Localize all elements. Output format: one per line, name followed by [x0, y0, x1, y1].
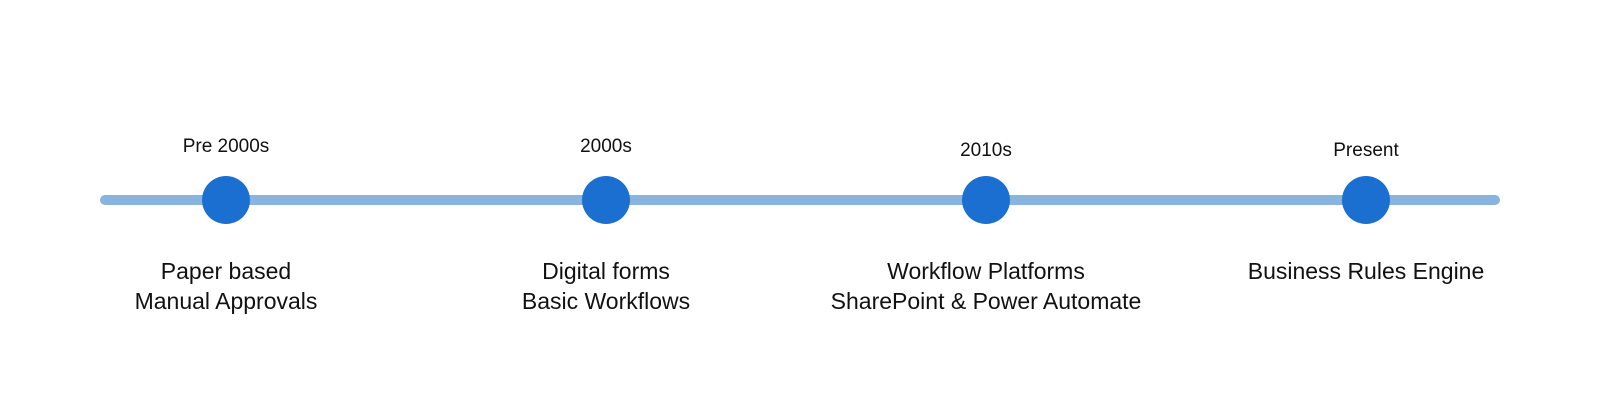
milestone-dot: [1342, 176, 1390, 224]
milestone-dot: [962, 176, 1010, 224]
description-line: Paper based: [160, 258, 292, 284]
timeline-track: [100, 195, 1500, 205]
description-line: Basic Workflows: [521, 288, 691, 314]
description-line: Manual Approvals: [134, 288, 318, 314]
milestone-period: Pre 2000s: [182, 136, 270, 157]
milestone-description: Business Rules Engine: [1166, 256, 1566, 286]
milestone-dot: [202, 176, 250, 224]
milestone-dot: [582, 176, 630, 224]
milestone-period: 2010s: [960, 140, 1012, 161]
description-line: Business Rules Engine: [1247, 258, 1485, 284]
milestone-description: Paper based Manual Approvals: [26, 256, 426, 316]
milestone-period: Present: [1333, 140, 1399, 161]
milestone-description: Workflow Platforms SharePoint & Power Au…: [786, 256, 1186, 316]
milestone-period: 2000s: [580, 136, 632, 157]
milestone-description: Digital forms Basic Workflows: [406, 256, 806, 316]
description-line: Digital forms: [542, 258, 670, 284]
description-line: SharePoint & Power Automate: [830, 288, 1142, 314]
description-line: Workflow Platforms: [887, 258, 1085, 284]
